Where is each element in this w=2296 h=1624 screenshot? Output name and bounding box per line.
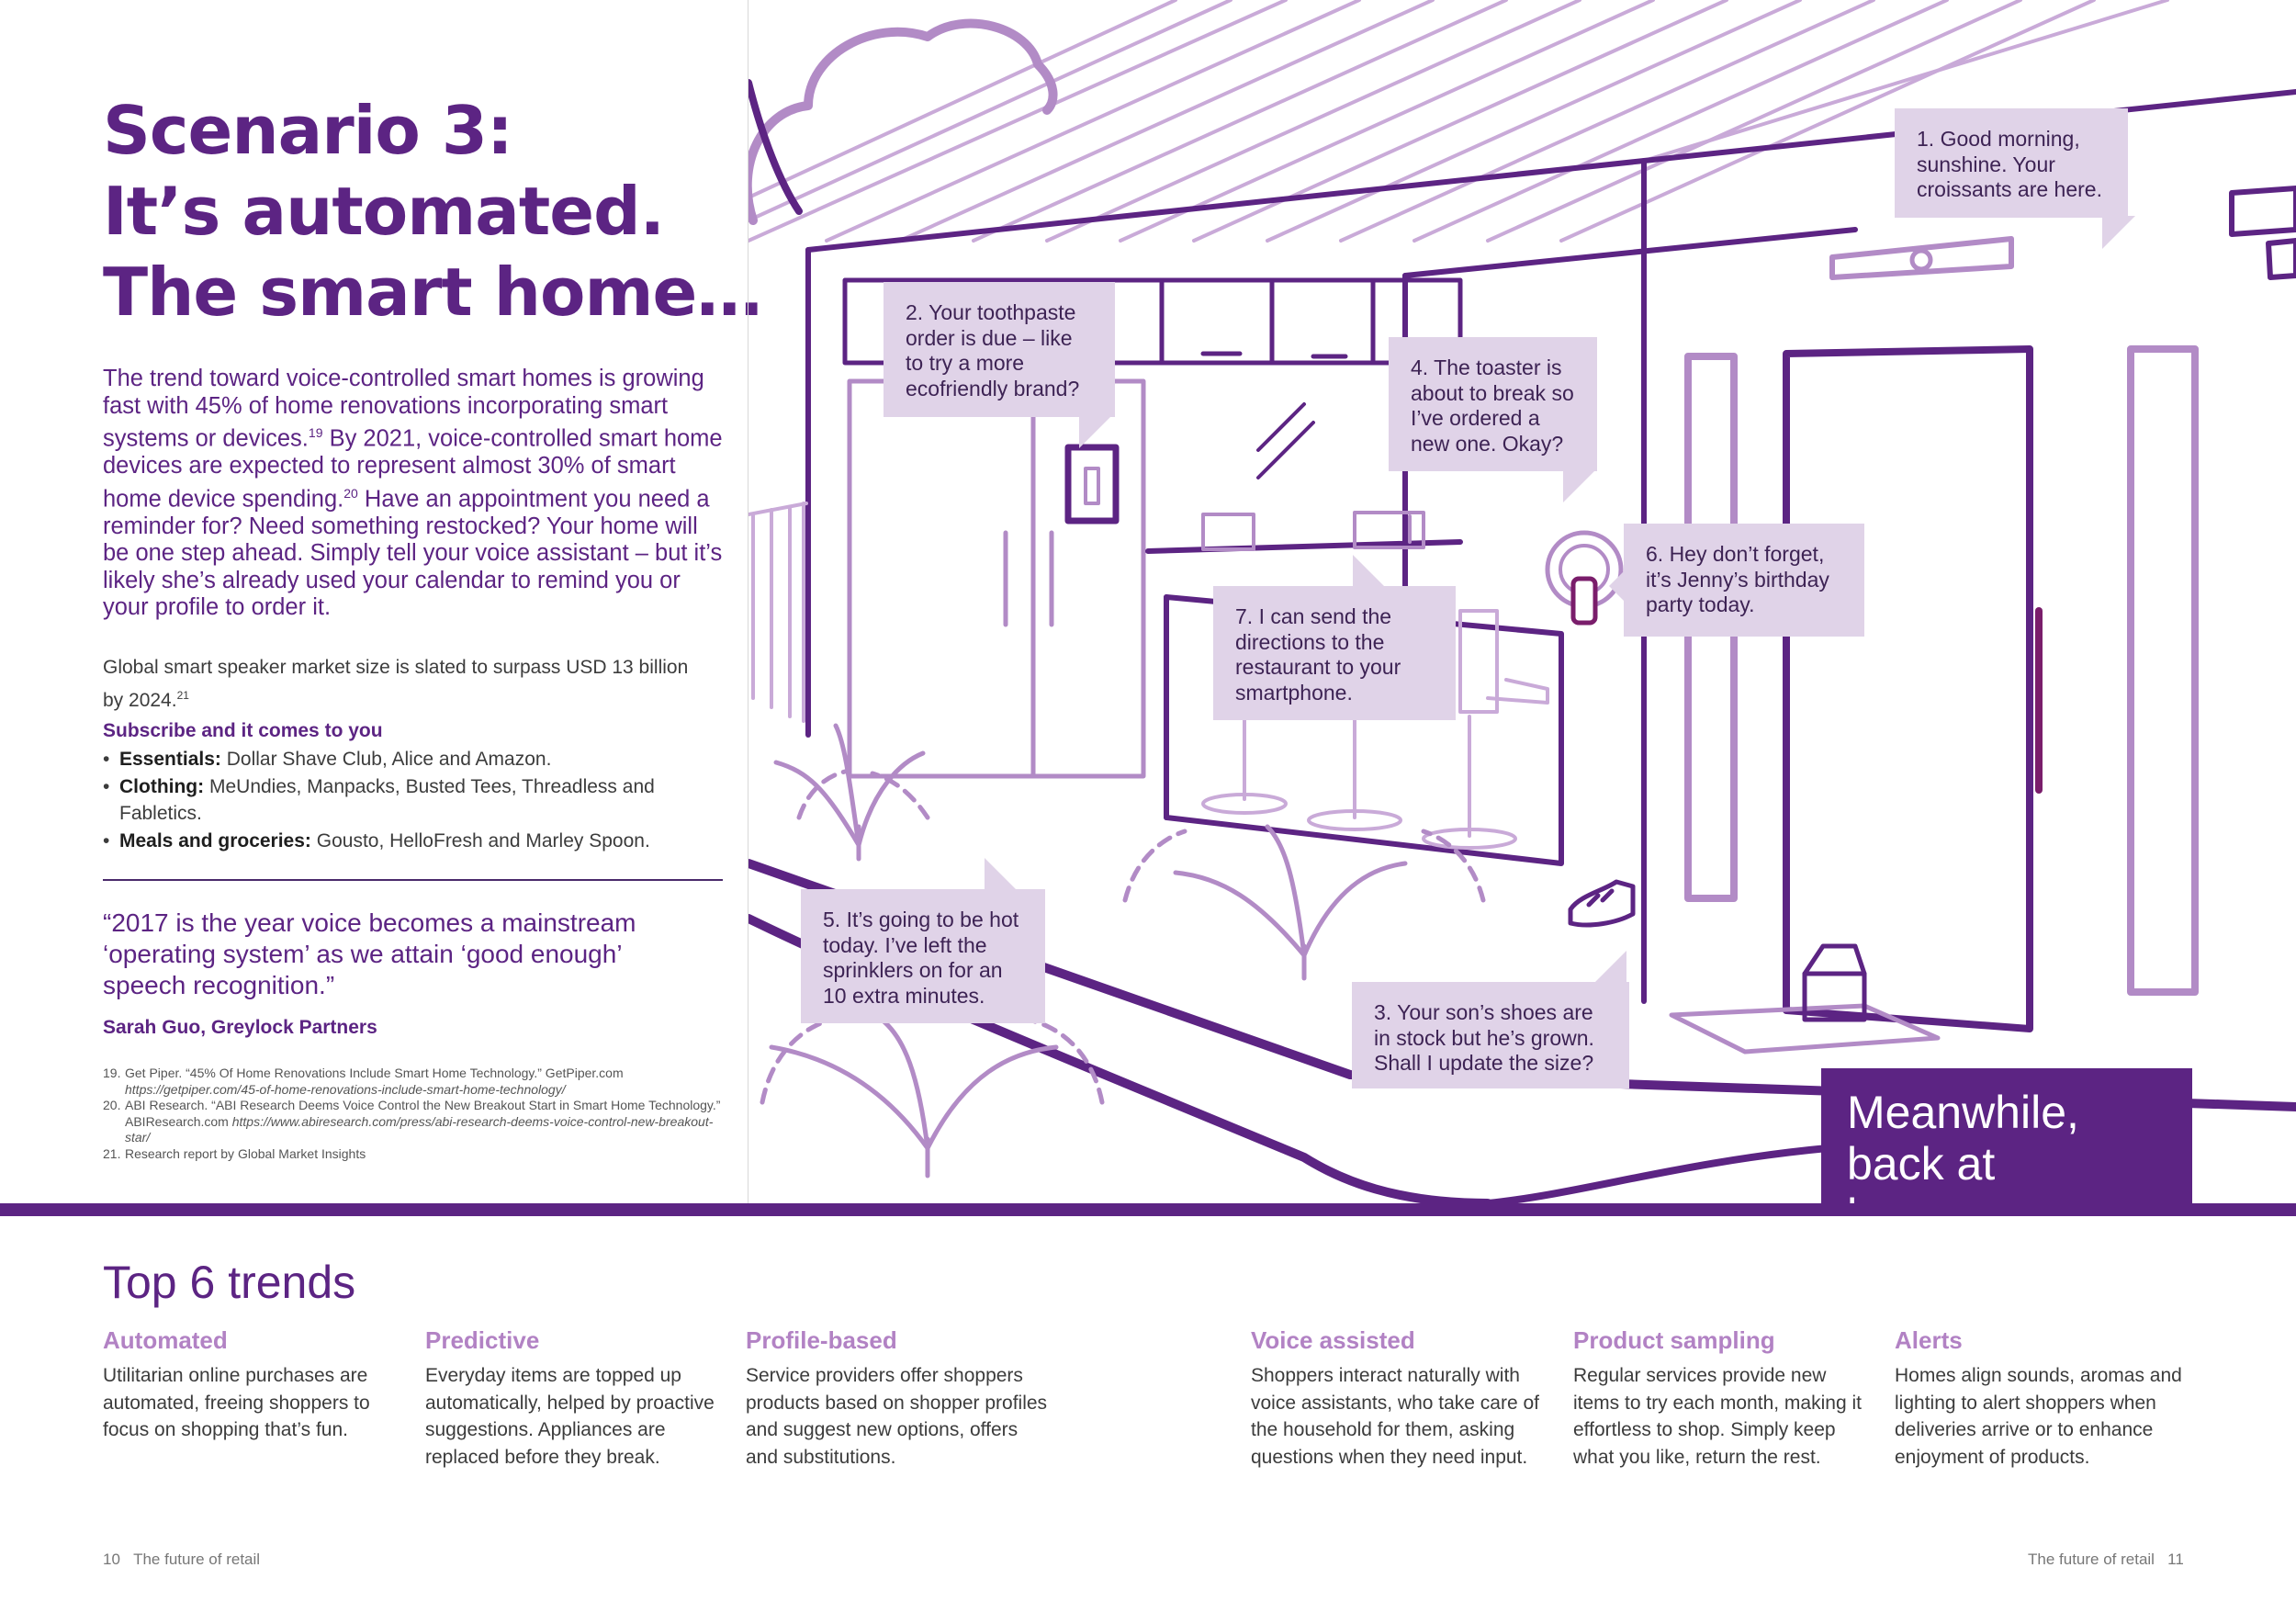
trend-body: Regular services provide new items to tr… <box>1573 1365 1862 1468</box>
footer-title: The future of retail <box>133 1551 261 1568</box>
trends-title: Top 6 trends <box>103 1257 356 1308</box>
quote-author: Sarah Guo, Greylock Partners <box>103 1017 377 1038</box>
subscribe-heading: Subscribe and it comes to you <box>103 720 383 741</box>
toaster-icon <box>1353 511 1425 549</box>
page-number: 10 <box>103 1551 120 1568</box>
footer-title: The future of retail <box>2028 1551 2155 1568</box>
trend-alerts: Alerts Homes align sounds, aromas and li… <box>1895 1326 2198 1471</box>
speech-bubble-croissants: 1. Good morning, sunshine. Your croissan… <box>1895 108 2135 249</box>
meanwhile-line-2: back at home… <box>1847 1138 2008 1241</box>
footnote-link[interactable]: https://getpiper.com/45-of-home-renovati… <box>125 1081 566 1097</box>
garden-fence-icon <box>748 502 808 723</box>
footer-left: 10 The future of retail <box>103 1551 260 1569</box>
footnote-link[interactable]: https://www.abiresearch.com/press/abi-re… <box>125 1113 714 1145</box>
section-divider <box>103 879 723 881</box>
speech-bubble-toothpaste: 2. Your toothpaste order is due – like t… <box>884 282 1115 448</box>
delivery-box-icon <box>1802 943 1867 1022</box>
page-title: Scenario 3: It’s automated. The smart ho… <box>103 90 762 333</box>
footnote-number: 19. <box>103 1066 121 1080</box>
intro-text-3: Have an appointment you need a reminder … <box>103 486 723 620</box>
laptop-icon <box>1201 513 1255 551</box>
footnote-text: Research report by Global Market Insight… <box>125 1145 366 1161</box>
section-bar <box>0 1203 2296 1216</box>
list-item: Meals and groceries: Gousto, HelloFresh … <box>103 828 727 855</box>
speech-bubble-directions: 7. I can send the directions to the rest… <box>1213 555 1456 720</box>
trend-automated: Automated Utilitarian online purchases a… <box>103 1326 406 1444</box>
sprinklers-icon <box>760 723 1486 1179</box>
footnote-ref-21[interactable]: 21 <box>176 689 189 702</box>
speech-bubble-shoes: 3. Your son’s shoes are in stock but he’… <box>1352 951 1629 1088</box>
trend-heading: Voice assisted <box>1251 1326 1415 1354</box>
footnote-21: 21.Research report by Global Market Insi… <box>103 1146 727 1163</box>
smart-home-illustration <box>748 0 2296 1203</box>
footnote-ref-20[interactable]: 20 <box>343 485 358 501</box>
trend-body: Service providers offer shoppers product… <box>746 1365 1048 1468</box>
footnotes: 19. Get Piper. “45% Of Home Renovations I… <box>103 1066 727 1162</box>
page-number: 11 <box>2167 1551 2184 1568</box>
trend-heading: Alerts <box>1895 1326 1963 1354</box>
toothpaste-panel-icon <box>1064 444 1120 524</box>
list-item-text: MeUndies, Manpacks, Busted Tees, Threadl… <box>119 775 655 825</box>
trend-body: Shoppers interact naturally with voice a… <box>1251 1365 1539 1468</box>
pull-quote: “2017 is the year voice becomes a mainst… <box>103 908 636 999</box>
footnote-number: 20. <box>103 1098 121 1112</box>
trend-predictive: Predictive Everyday items are topped up … <box>425 1326 728 1471</box>
speech-bubble-toaster: 4. The toaster is about to break so I’ve… <box>1389 337 1597 502</box>
speech-bubble-sprinklers: 5. It’s going to be hot today. I’ve left… <box>801 858 1045 1023</box>
footnote-ref-19[interactable]: 19 <box>308 425 323 440</box>
doormat-icon <box>1669 1003 1941 1054</box>
trend-body: Homes align sounds, aromas and lighting … <box>1895 1365 2182 1468</box>
title-line-2: It’s automated. <box>103 173 665 250</box>
trend-voice-assisted: Voice assisted Shoppers interact natural… <box>1251 1326 1554 1471</box>
trend-body: Everyday items are topped up automatical… <box>425 1365 715 1468</box>
footnote-text: ABI Research. “ABI Research Deems Voice … <box>125 1098 721 1129</box>
trend-profile-based: Profile-based Service providers offer sh… <box>746 1326 1049 1471</box>
intro-text-1: The trend toward voice-controlled smart … <box>103 366 704 452</box>
footnote-19: 19. Get Piper. “45% Of Home Renovations I… <box>103 1066 727 1098</box>
trend-heading: Automated <box>103 1326 228 1354</box>
trend-heading: Profile-based <box>746 1326 897 1354</box>
sneakers-icon <box>1568 879 1636 928</box>
list-item-text: Gousto, HelloFresh and Marley Spoon. <box>310 829 650 851</box>
title-line-3: The smart home… <box>103 254 762 331</box>
trend-heading: Predictive <box>425 1326 540 1354</box>
list-item-text: Dollar Shave Club, Alice and Amazon. <box>220 749 552 770</box>
trend-body: Utilitarian online purchases are automat… <box>103 1365 370 1440</box>
title-line-1: Scenario 3: <box>103 92 513 169</box>
roof-slats-icon <box>748 0 2169 242</box>
list-item-label: Meals and groceries: <box>119 829 311 851</box>
list-item: Clothing: MeUndies, Manpacks, Busted Tee… <box>103 773 727 828</box>
doorbell-camera-icon <box>1829 236 2014 280</box>
market-stat-text: Global smart speaker market size is slat… <box>103 657 689 711</box>
list-item: Essentials: Dollar Shave Club, Alice and… <box>103 746 727 773</box>
intro-text-2: By 2021, voice-controlled smart home dev… <box>103 425 723 513</box>
meanwhile-banner: Meanwhile, back at home… <box>1821 1068 2192 1241</box>
speech-bubble-birthday: 6. Hey don’t forget, it’s Jenny’s birthd… <box>1609 524 1864 637</box>
footnote-number: 21. <box>103 1145 121 1161</box>
list-item-label: Essentials: <box>119 749 221 770</box>
meanwhile-line-1: Meanwhile, <box>1847 1087 2079 1138</box>
list-item-label: Clothing: <box>119 775 205 797</box>
footnote-text: Get Piper. “45% Of Home Renovations Incl… <box>125 1066 624 1080</box>
trend-product-sampling: Product sampling Regular services provid… <box>1573 1326 1876 1471</box>
trend-heading: Product sampling <box>1573 1326 1775 1354</box>
intro-paragraph: The trend toward voice-controlled smart … <box>103 366 727 622</box>
footnote-20: 20. ABI Research. “ABI Research Deems Voi… <box>103 1098 727 1146</box>
market-stat: Global smart speaker market size is slat… <box>103 654 691 715</box>
subscribe-list: Essentials: Dollar Shave Club, Alice and… <box>103 746 727 854</box>
footer-right: The future of retail 11 <box>2028 1551 2184 1569</box>
